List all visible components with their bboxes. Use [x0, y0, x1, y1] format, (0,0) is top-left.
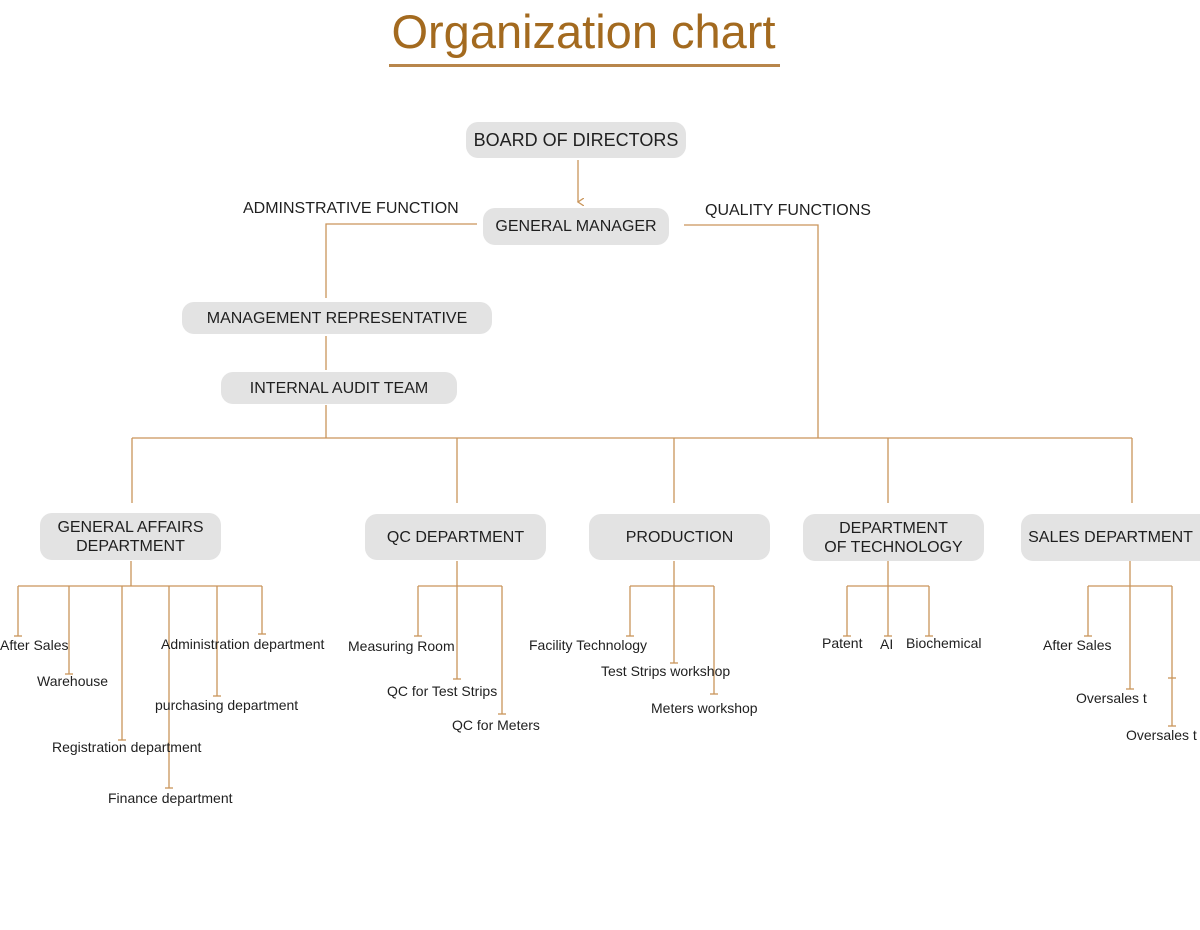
technology-tree — [843, 561, 933, 637]
quality-branch-line — [684, 224, 819, 438]
unit-measuring-room: Measuring Room — [348, 638, 455, 654]
unit-oversales-1: Oversales t — [1076, 690, 1147, 706]
general-affairs-tree — [14, 561, 266, 789]
general-affairs-department-node: GENERAL AFFAIRS DEPARTMENT — [40, 513, 221, 560]
production-node: PRODUCTION — [589, 514, 770, 560]
unit-qc-test-strips: QC for Test Strips — [387, 683, 498, 699]
unit-finance-department: Finance department — [108, 790, 233, 806]
admin-branch-line — [325, 223, 477, 298]
sales-department-node: SALES DEPARTMENT — [1021, 514, 1200, 561]
management-representative-node: MANAGEMENT REPRESENTATIVE — [182, 302, 492, 334]
unit-ai: AI — [880, 636, 894, 652]
quality-functions-label: QUALITY FUNCTIONS — [705, 202, 871, 219]
unit-sales-after-sales: After Sales — [1043, 637, 1112, 653]
production-tree — [626, 561, 718, 695]
general-manager-node: GENERAL MANAGER — [483, 208, 669, 245]
qc-department-node: QC DEPARTMENT — [365, 514, 546, 560]
unit-administration-department: Administration department — [161, 636, 325, 652]
unit-patent: Patent — [822, 635, 863, 651]
unit-test-strips-workshop: Test Strips workshop — [601, 663, 731, 679]
administrative-function-label: ADMINSTRATIVE FUNCTION — [243, 200, 459, 217]
unit-meters-workshop: Meters workshop — [651, 700, 758, 716]
title-underline — [389, 64, 780, 67]
department-of-technology-node: DEPARTMENT OF TECHNOLOGY — [803, 514, 984, 561]
unit-biochemical: Biochemical — [906, 635, 982, 651]
internal-audit-team-node: INTERNAL AUDIT TEAM — [221, 372, 457, 404]
board-of-directors-node: BOARD OF DIRECTORS — [466, 122, 686, 158]
unit-registration-department: Registration department — [52, 739, 202, 755]
unit-facility-technology: Facility Technology — [529, 637, 648, 653]
page-title: Organization chart — [391, 5, 776, 58]
qc-tree — [414, 561, 506, 715]
sales-tree — [1084, 561, 1176, 727]
unit-oversales-2: Oversales t — [1126, 727, 1197, 743]
unit-warehouse: Warehouse — [37, 673, 109, 689]
unit-purchasing-department: purchasing department — [155, 697, 299, 713]
unit-qc-meters: QC for Meters — [452, 717, 540, 733]
unit-after-sales: After Sales — [0, 637, 69, 653]
